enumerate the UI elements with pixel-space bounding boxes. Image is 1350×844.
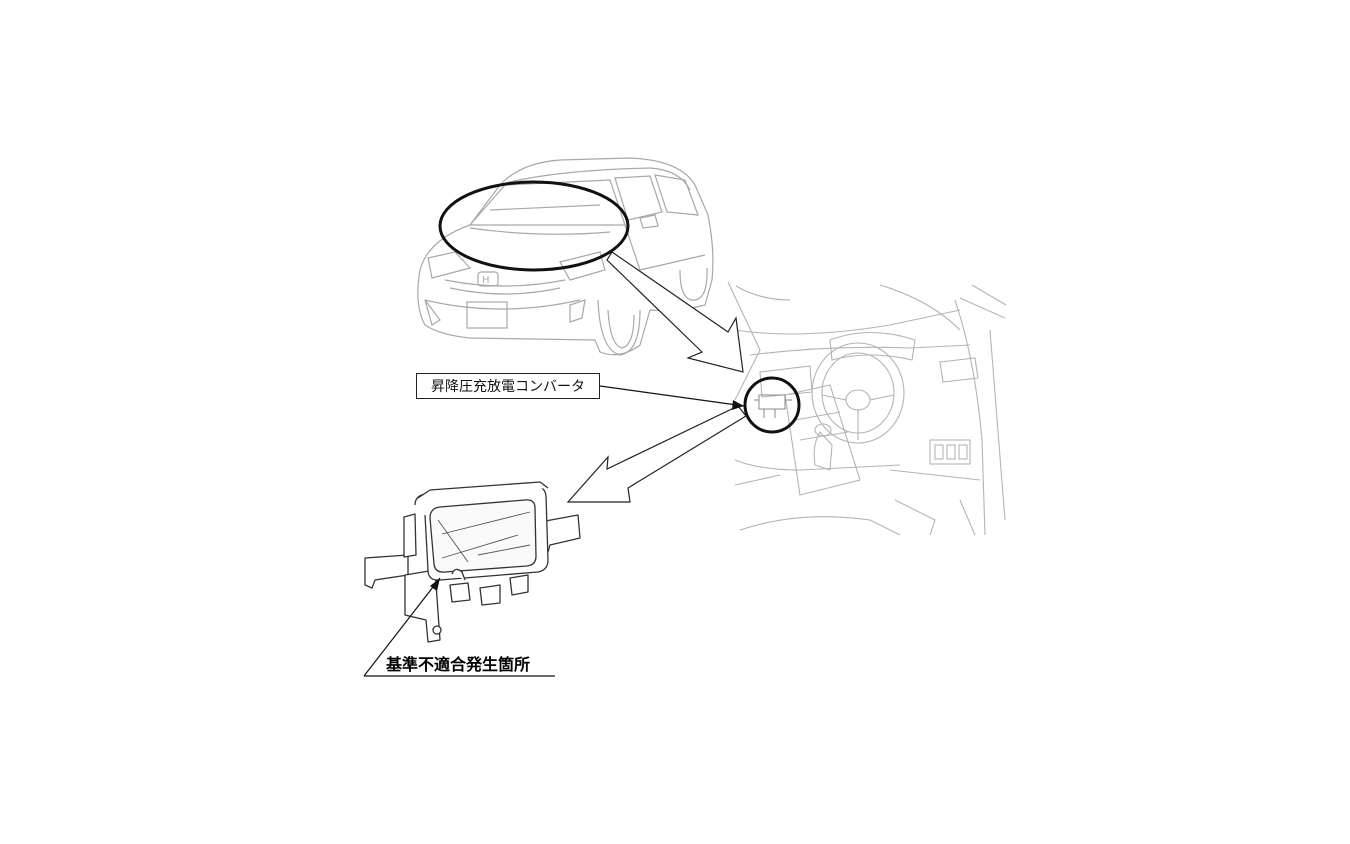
leader-line-defect [363, 577, 441, 677]
leader-arrowhead-defect [430, 578, 440, 591]
converter-callout-label: 昇降圧充放電コンバータ [416, 373, 600, 399]
leader-line-converter [599, 385, 745, 407]
car-illustration: H [417, 157, 714, 356]
converter-callout-text: 昇降圧充放電コンバータ [431, 379, 585, 395]
defect-location-text: 基準不適合発生箇所 [386, 655, 531, 674]
highlight-circle [743, 376, 801, 434]
leader-arrowhead-converter [732, 400, 744, 410]
converter-part-illustration [364, 481, 581, 643]
dashboard-illustration [727, 281, 1007, 536]
svg-text:H: H [482, 275, 490, 286]
highlight-ellipse [438, 180, 630, 272]
arrow-dashboard-to-part [566, 405, 747, 503]
defect-location-label: 基準不適合発生箇所 [386, 651, 556, 674]
converter-mini-sketch [754, 394, 792, 418]
arrow-car-to-dashboard [606, 251, 744, 373]
